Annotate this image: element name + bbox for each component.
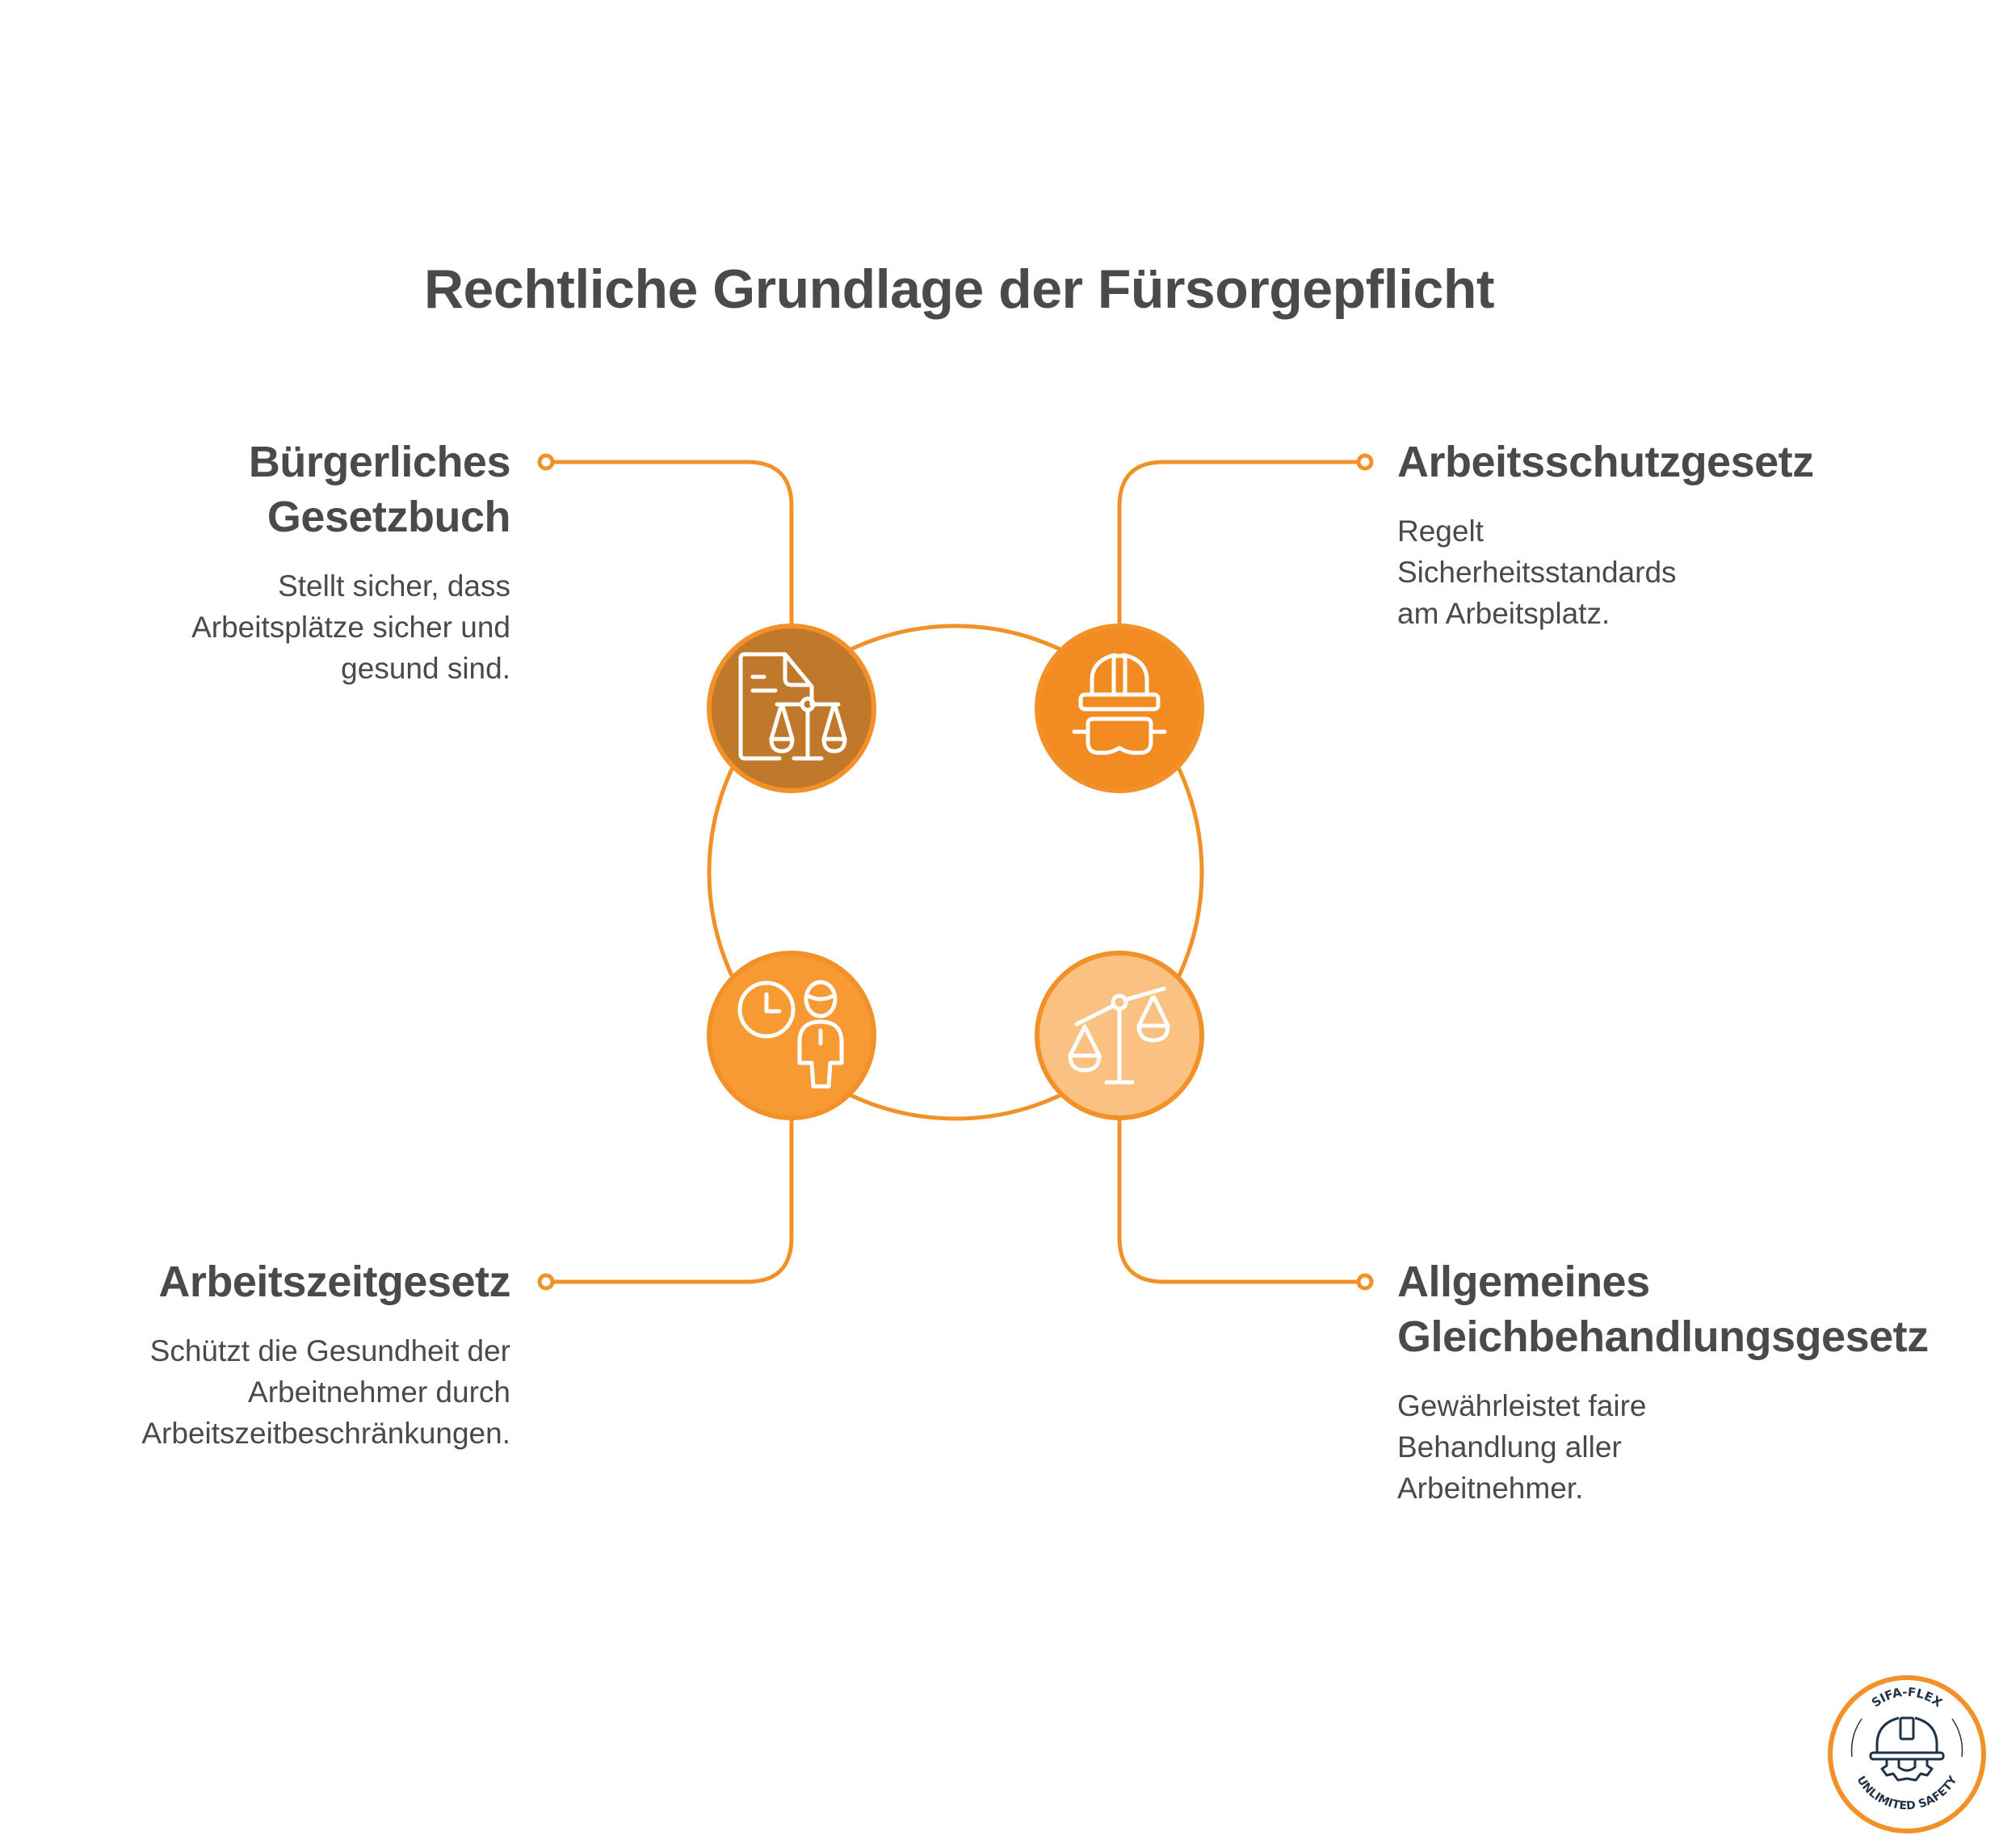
page-title: Rechtliche Grundlage der Fürsorgepflicht [423,258,1495,320]
logo-badge: SIFA-FLEX UNLIMITED SAFETY [1828,1675,1986,1833]
document-scales-icon [738,652,847,761]
connector-top-right [1117,460,1361,628]
connector-top-left [550,460,794,628]
description-line: gesund sind. [341,652,510,685]
connector-bottom-left [550,1116,794,1284]
description-line: Schützt die Gesundheit der [149,1334,510,1367]
connector-bottom-right [1117,1116,1361,1284]
balance-scale-icon [1068,986,1170,1085]
heading-line: Gleichbehandlungsgesetz [1397,1312,1929,1361]
item-heading: Arbeitszeitgesetz [26,1254,510,1309]
connector-dot-top-right [1356,453,1374,471]
description-line: Gewährleistet faire [1397,1389,1647,1422]
heading-line: Bürgerliches [248,438,511,486]
node-bottom-left[interactable] [707,951,876,1120]
description-line: Regelt [1397,514,1484,548]
hardhat-gear-icon [1869,1716,1945,1782]
clock-person-icon [737,980,844,1089]
heading-line: Arbeitsschutzgesetz [1397,438,1814,486]
node-top-right[interactable] [1035,624,1204,793]
item-top-right: Arbeitsschutzgesetz Regelt Sicherheitsst… [1397,435,1963,634]
item-description: Regelt Sicherheitsstandards am Arbeitspl… [1397,510,1963,634]
description-line: Stellt sicher, dass [278,569,510,603]
description-line: am Arbeitsplatz. [1397,597,1611,630]
item-heading: Allgemeines Gleichbehandlungsgesetz [1397,1254,1979,1364]
description-line: Arbeitszeitbeschränkungen. [141,1417,510,1450]
description-line: Arbeitsplätze sicher und [191,611,510,644]
description-line: Sicherheitsstandards [1397,556,1677,589]
item-bottom-left: Arbeitszeitgesetz Schützt die Gesundheit… [26,1254,510,1454]
item-heading: Arbeitsschutzgesetz [1397,435,1963,489]
connector-dot-bottom-right [1356,1273,1374,1291]
item-description: Gewährleistet faire Behandlung aller Arb… [1397,1385,1979,1509]
heading-line: Allgemeines [1397,1258,1650,1306]
description-line: Behandlung aller [1397,1430,1622,1464]
connector-dot-top-left [537,453,555,471]
heading-line: Gesetzbuch [267,493,511,541]
connector-dot-bottom-left [537,1273,555,1291]
item-heading: Bürgerliches Gesetzbuch [58,435,511,544]
node-bottom-right[interactable] [1035,951,1204,1120]
heading-line: Arbeitszeitgesetz [158,1258,510,1306]
central-ring [707,624,1204,1121]
item-description: Stellt sicher, dass Arbeitsplätze sicher… [58,565,510,689]
item-description: Schützt die Gesundheit der Arbeitnehmer … [26,1330,510,1454]
description-line: Arbeitnehmer durch [248,1376,510,1409]
item-bottom-right: Allgemeines Gleichbehandlungsgesetz Gewä… [1397,1254,1979,1509]
description-line: Arbeitnehmer. [1397,1472,1584,1505]
item-top-left: Bürgerliches Gesetzbuch Stellt sicher, d… [58,435,510,689]
hardhat-goggles-icon [1072,653,1167,755]
node-top-left[interactable] [707,624,876,793]
